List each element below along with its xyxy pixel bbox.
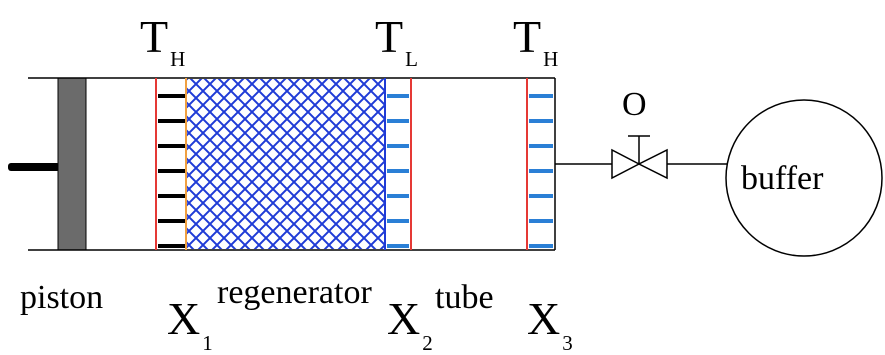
piston [57, 77, 87, 251]
label-x1: X1 [167, 293, 213, 354]
label-x1-main: X [167, 293, 201, 344]
label-th-2-main: T [513, 11, 542, 62]
label-tl-main: T [375, 11, 404, 62]
label-x2: X2 [387, 293, 433, 354]
label-x2-main: X [387, 293, 421, 344]
label-x2-sub: 2 [422, 331, 433, 355]
regenerator-mesh [186, 79, 385, 249]
label-th-2: TH [513, 11, 558, 70]
orifice-valve-icon [611, 135, 668, 180]
label-x3: X3 [527, 293, 573, 354]
buffer-tank [725, 99, 883, 257]
label-x1-sub: 1 [202, 331, 213, 355]
label-x3-sub: 3 [562, 331, 573, 355]
hot-exchanger-x1 [155, 78, 186, 250]
label-th-1: TH [140, 11, 185, 70]
label-buffer: buffer [741, 160, 824, 197]
hot-exchanger-x3 [526, 78, 553, 250]
label-th-2-sub: H [543, 47, 559, 71]
piston-rod [8, 163, 60, 171]
label-th-1-main: T [140, 11, 169, 62]
label-tl: TL [375, 11, 418, 70]
label-tl-sub: L [405, 47, 418, 71]
label-th-1-sub: H [170, 47, 186, 71]
label-tube: tube [435, 279, 494, 316]
cold-exchanger-x2 [387, 78, 412, 250]
label-x3-main: X [527, 293, 561, 344]
label-piston: piston [20, 279, 104, 316]
label-orifice: O [622, 86, 647, 123]
label-regenerator: regenerator [217, 274, 372, 311]
